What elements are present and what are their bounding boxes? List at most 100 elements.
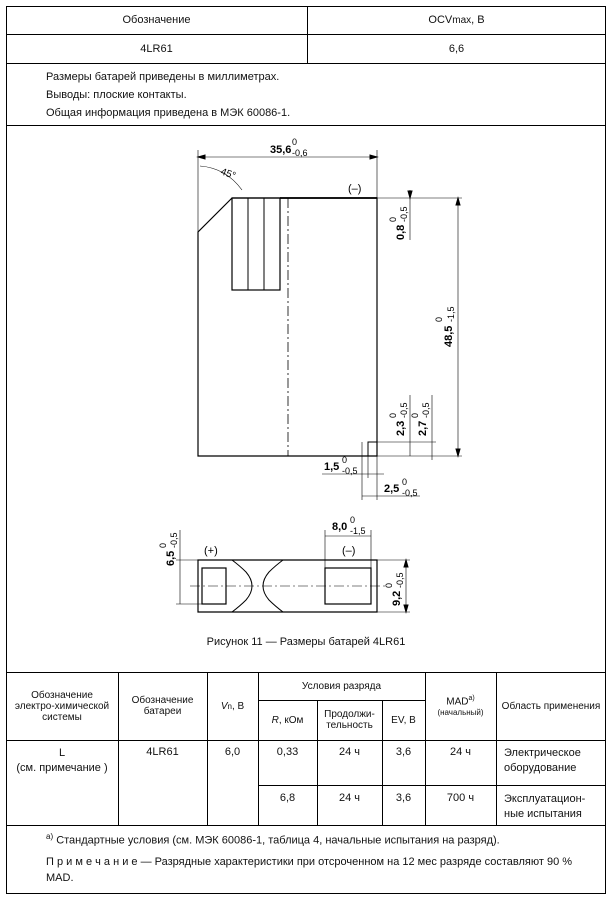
vn-cell: 6,0 [224, 746, 241, 758]
dim-23-tol: -0,5 [399, 402, 409, 418]
system-note: (см. примечание ) [16, 762, 108, 774]
th-system: Обозначение электро-химической системы [14, 689, 110, 723]
footnote: а) Стандартные условия (см. МЭК 60086-1,… [46, 832, 596, 847]
system-cell: L (см. примечание ) [6, 746, 118, 776]
battery-drawing: 35,6 0 -0,6 45° (–) 48,5 0 -1,5 0,8 0 -0… [158, 137, 462, 614]
dim-65-tol: -0,5 [169, 532, 179, 548]
battery-cell: 4LR61 [146, 746, 179, 758]
dim-65-tol0: 0 [158, 543, 168, 548]
arrow [407, 190, 413, 200]
arrow [455, 196, 461, 458]
dim-15-tol0: 0 [342, 455, 347, 465]
rule [496, 672, 497, 825]
rule [317, 700, 318, 825]
pos-label: (+) [204, 545, 218, 557]
angle-arc [199, 165, 243, 191]
neg-label: (–) [342, 545, 355, 557]
mad-sub: (начальный) [437, 707, 484, 717]
rule [6, 825, 606, 826]
dim-25-tol: -0,5 [402, 488, 418, 498]
mad-cell: 24 ч [449, 746, 472, 758]
mad-sup: а) [468, 695, 475, 703]
dim-92-tol0: 0 [384, 583, 394, 588]
th-ev: EV, В [391, 714, 416, 726]
dim-width-tol0: 0 [292, 137, 297, 147]
rule [6, 740, 606, 741]
dim-485: 48,5 [443, 326, 455, 347]
ocv-value: 6,6 [448, 42, 465, 55]
note: П р и м е ч а н и е — Разрядные характер… [46, 854, 596, 886]
rule [258, 672, 259, 825]
dim-08: 0,8 [395, 225, 407, 240]
dim-80: 8,0 [332, 521, 347, 533]
dim-15: 1,5 [324, 461, 339, 473]
dim-08-tol: -0,5 [399, 206, 409, 222]
th-battery: Обозначение батареи [131, 695, 194, 717]
rule [6, 125, 606, 126]
th-conditions: Условия разряда [301, 680, 382, 692]
vn-unit: , В [231, 700, 245, 712]
ev-cell: 3,6 [395, 746, 412, 758]
rule [258, 700, 425, 701]
figure-caption: Рисунок 11 — Размеры батарей 4LR61 [206, 636, 406, 648]
negative-terminal [367, 441, 378, 457]
th-mad: MADа) (начальный) [425, 672, 496, 740]
rule [6, 672, 606, 673]
ev-cell: 3,6 [395, 792, 412, 804]
th-r: R, кОм [258, 700, 317, 740]
note-label: П р и м е ч а н и е [46, 856, 138, 868]
application-cell: Электрическое оборудование [504, 747, 581, 774]
r-cell: 0,33 [276, 746, 299, 758]
dim-485-tol0: 0 [434, 317, 444, 322]
dim-width-tol: -0,6 [292, 148, 308, 158]
rule [425, 672, 426, 825]
dim-92: 9,2 [391, 591, 403, 606]
dim-27: 2,7 [417, 421, 429, 436]
rule [207, 672, 208, 825]
angle-label: 45° [219, 166, 237, 182]
application-cell: Эксплуатацион-ные испытания [504, 793, 586, 820]
dim-23: 2,3 [395, 421, 407, 436]
rule [258, 785, 606, 786]
duration-cell: 24 ч [338, 746, 361, 758]
r-unit: , кОм [278, 714, 304, 726]
mad-title: MADа) [446, 695, 474, 707]
dim-23-tol0: 0 [388, 413, 398, 418]
note-text: — Разрядные характеристики при отсроченн… [46, 856, 573, 884]
r-main: R [271, 714, 279, 726]
battery-front-outline [197, 197, 378, 457]
dim-08-tol0: 0 [388, 217, 398, 222]
rule [118, 672, 119, 825]
dim-15-tol: -0,5 [342, 466, 358, 476]
dim-65: 6,5 [165, 551, 177, 566]
arrow [196, 154, 379, 160]
vn-main: V [220, 700, 228, 712]
footnote-mark: а) [46, 832, 54, 841]
rule [6, 63, 606, 64]
th-application: Область применения [501, 700, 601, 712]
ocv-sub: max [452, 14, 472, 26]
ocv-main: OCV [428, 14, 453, 26]
footnote-text: Стандартные условия (см. МЭК 60086-1, та… [56, 834, 500, 847]
contact-block [231, 197, 281, 291]
rule [6, 34, 606, 35]
dim-80-tol: -1,5 [350, 526, 366, 536]
vn-sub: n [227, 701, 232, 711]
dim-80-tol0: 0 [350, 515, 355, 525]
dim-485-tol: -1,5 [446, 306, 456, 322]
duration-cell: 24 ч [338, 792, 361, 804]
arrow [403, 558, 409, 614]
th-duration: Продолжи-тельность [324, 709, 375, 731]
dim-27-tol0: 0 [410, 413, 420, 418]
designation-value: 4LR61 [140, 42, 173, 55]
mad-main: MAD [446, 696, 469, 708]
page-frame [6, 6, 606, 894]
note-line: Общая информация приведена в МЭК 60086-1… [46, 107, 291, 119]
dim-92-tol: -0,5 [395, 572, 405, 588]
mad-cell: 700 ч [446, 792, 475, 804]
dim-27-tol: -0,5 [421, 402, 431, 418]
note-line: Размеры батарей приведены в миллиметрах. [46, 71, 280, 83]
note-line: Выводы: плоские контакты. [46, 89, 187, 101]
